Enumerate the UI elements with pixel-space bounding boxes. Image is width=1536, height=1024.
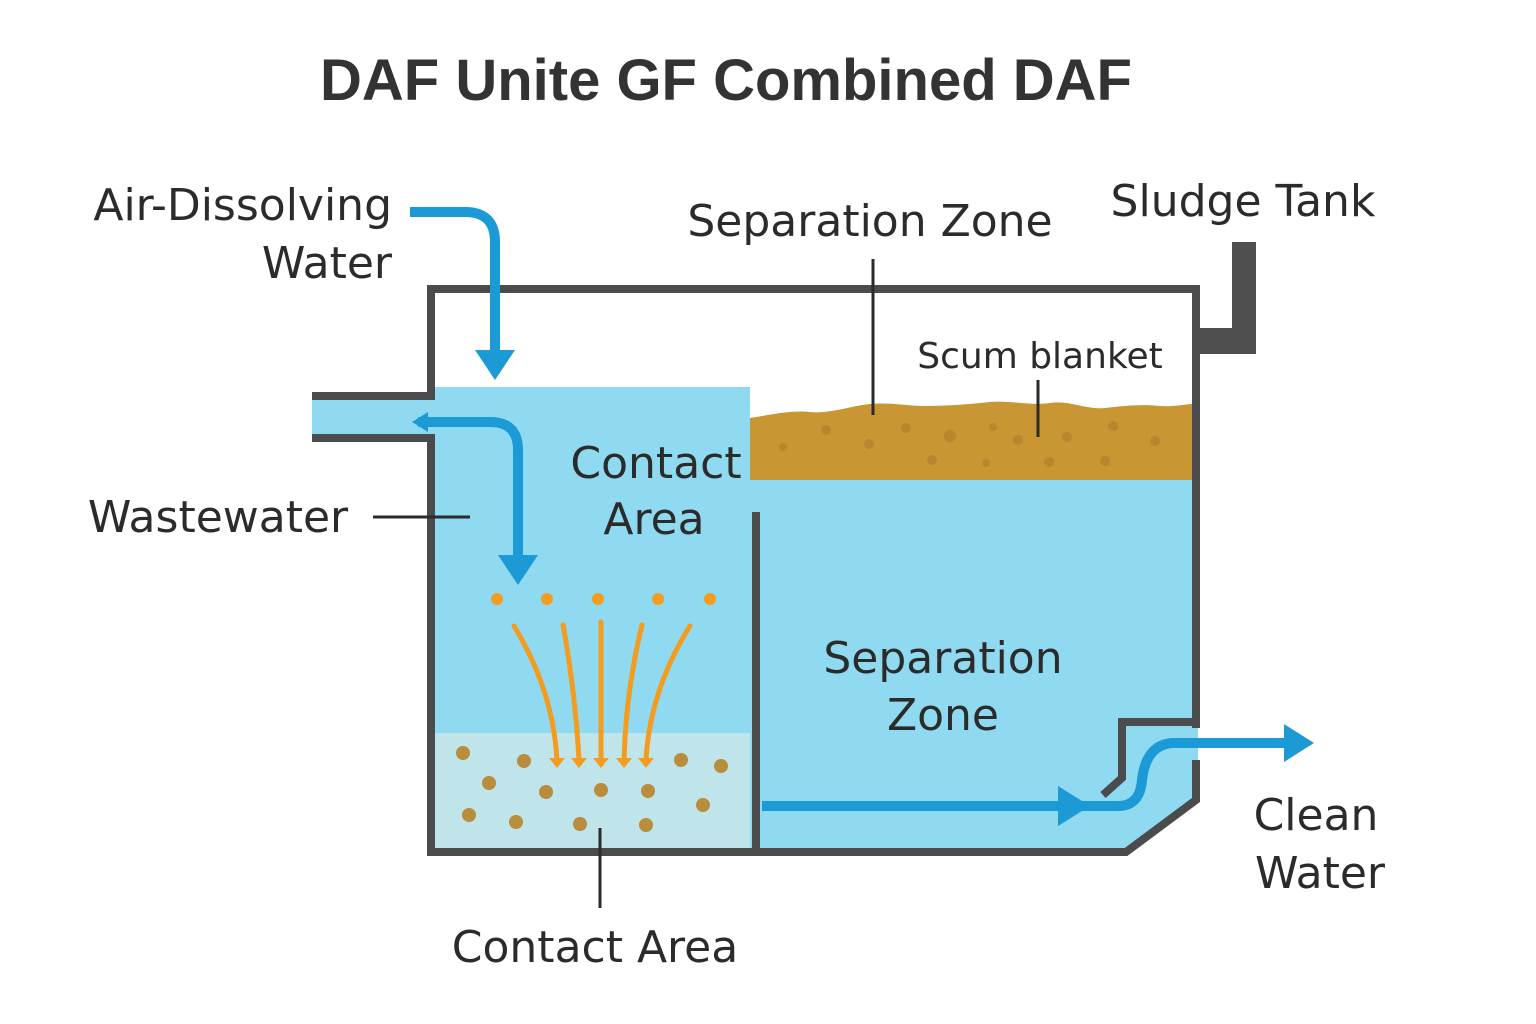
separation-zone-inner-label-line2: Zone [887, 690, 999, 741]
air-dissolving-water-arrow [410, 207, 515, 380]
clean-water-label: Clean [1254, 790, 1379, 841]
inlet-pipe-water [312, 396, 434, 438]
outlet-weir [1100, 718, 1196, 798]
separation-zone-water [750, 478, 1196, 852]
sludge-tank-label: Sludge Tank [1111, 176, 1376, 227]
clean-water-label-line2: Water [1255, 848, 1386, 899]
wastewater-flow-arrow [412, 412, 538, 585]
contact-area-bottom-label: Contact Area [452, 922, 738, 973]
separation-zone-top-label: Separation Zone [687, 196, 1052, 247]
contact-area-inner-label-line2: Area [603, 494, 704, 545]
contact-area-inner-label: Contact [570, 438, 741, 489]
diagram-title: DAF Unite GF Combined DAF [320, 48, 1132, 113]
air-dissolving-water-label-line2: Water [262, 238, 393, 289]
tank-outer-wall-lower [312, 434, 1200, 856]
bubble-flow-arrows [511, 619, 693, 768]
clean-water-flow-arrow [762, 724, 1314, 826]
scum-blanket [750, 401, 1192, 480]
outlet-water [1118, 726, 1198, 786]
scum-particles [779, 421, 1160, 467]
air-dissolving-water-label: Air-Dissolving [93, 180, 392, 231]
tank-outer-wall [312, 285, 1200, 728]
tank-walls [312, 285, 1200, 856]
air-bubbles [491, 593, 716, 605]
contact-area-bottom-zone [434, 733, 750, 850]
sludge-particles [456, 746, 728, 832]
water-fills [312, 387, 1198, 852]
separation-zone-inner-label: Separation [823, 633, 1062, 684]
wastewater-label: Wastewater [88, 492, 349, 543]
scum-blanket-label: Scum blanket [917, 336, 1163, 377]
sludge-tank-pipe [1200, 242, 1256, 354]
